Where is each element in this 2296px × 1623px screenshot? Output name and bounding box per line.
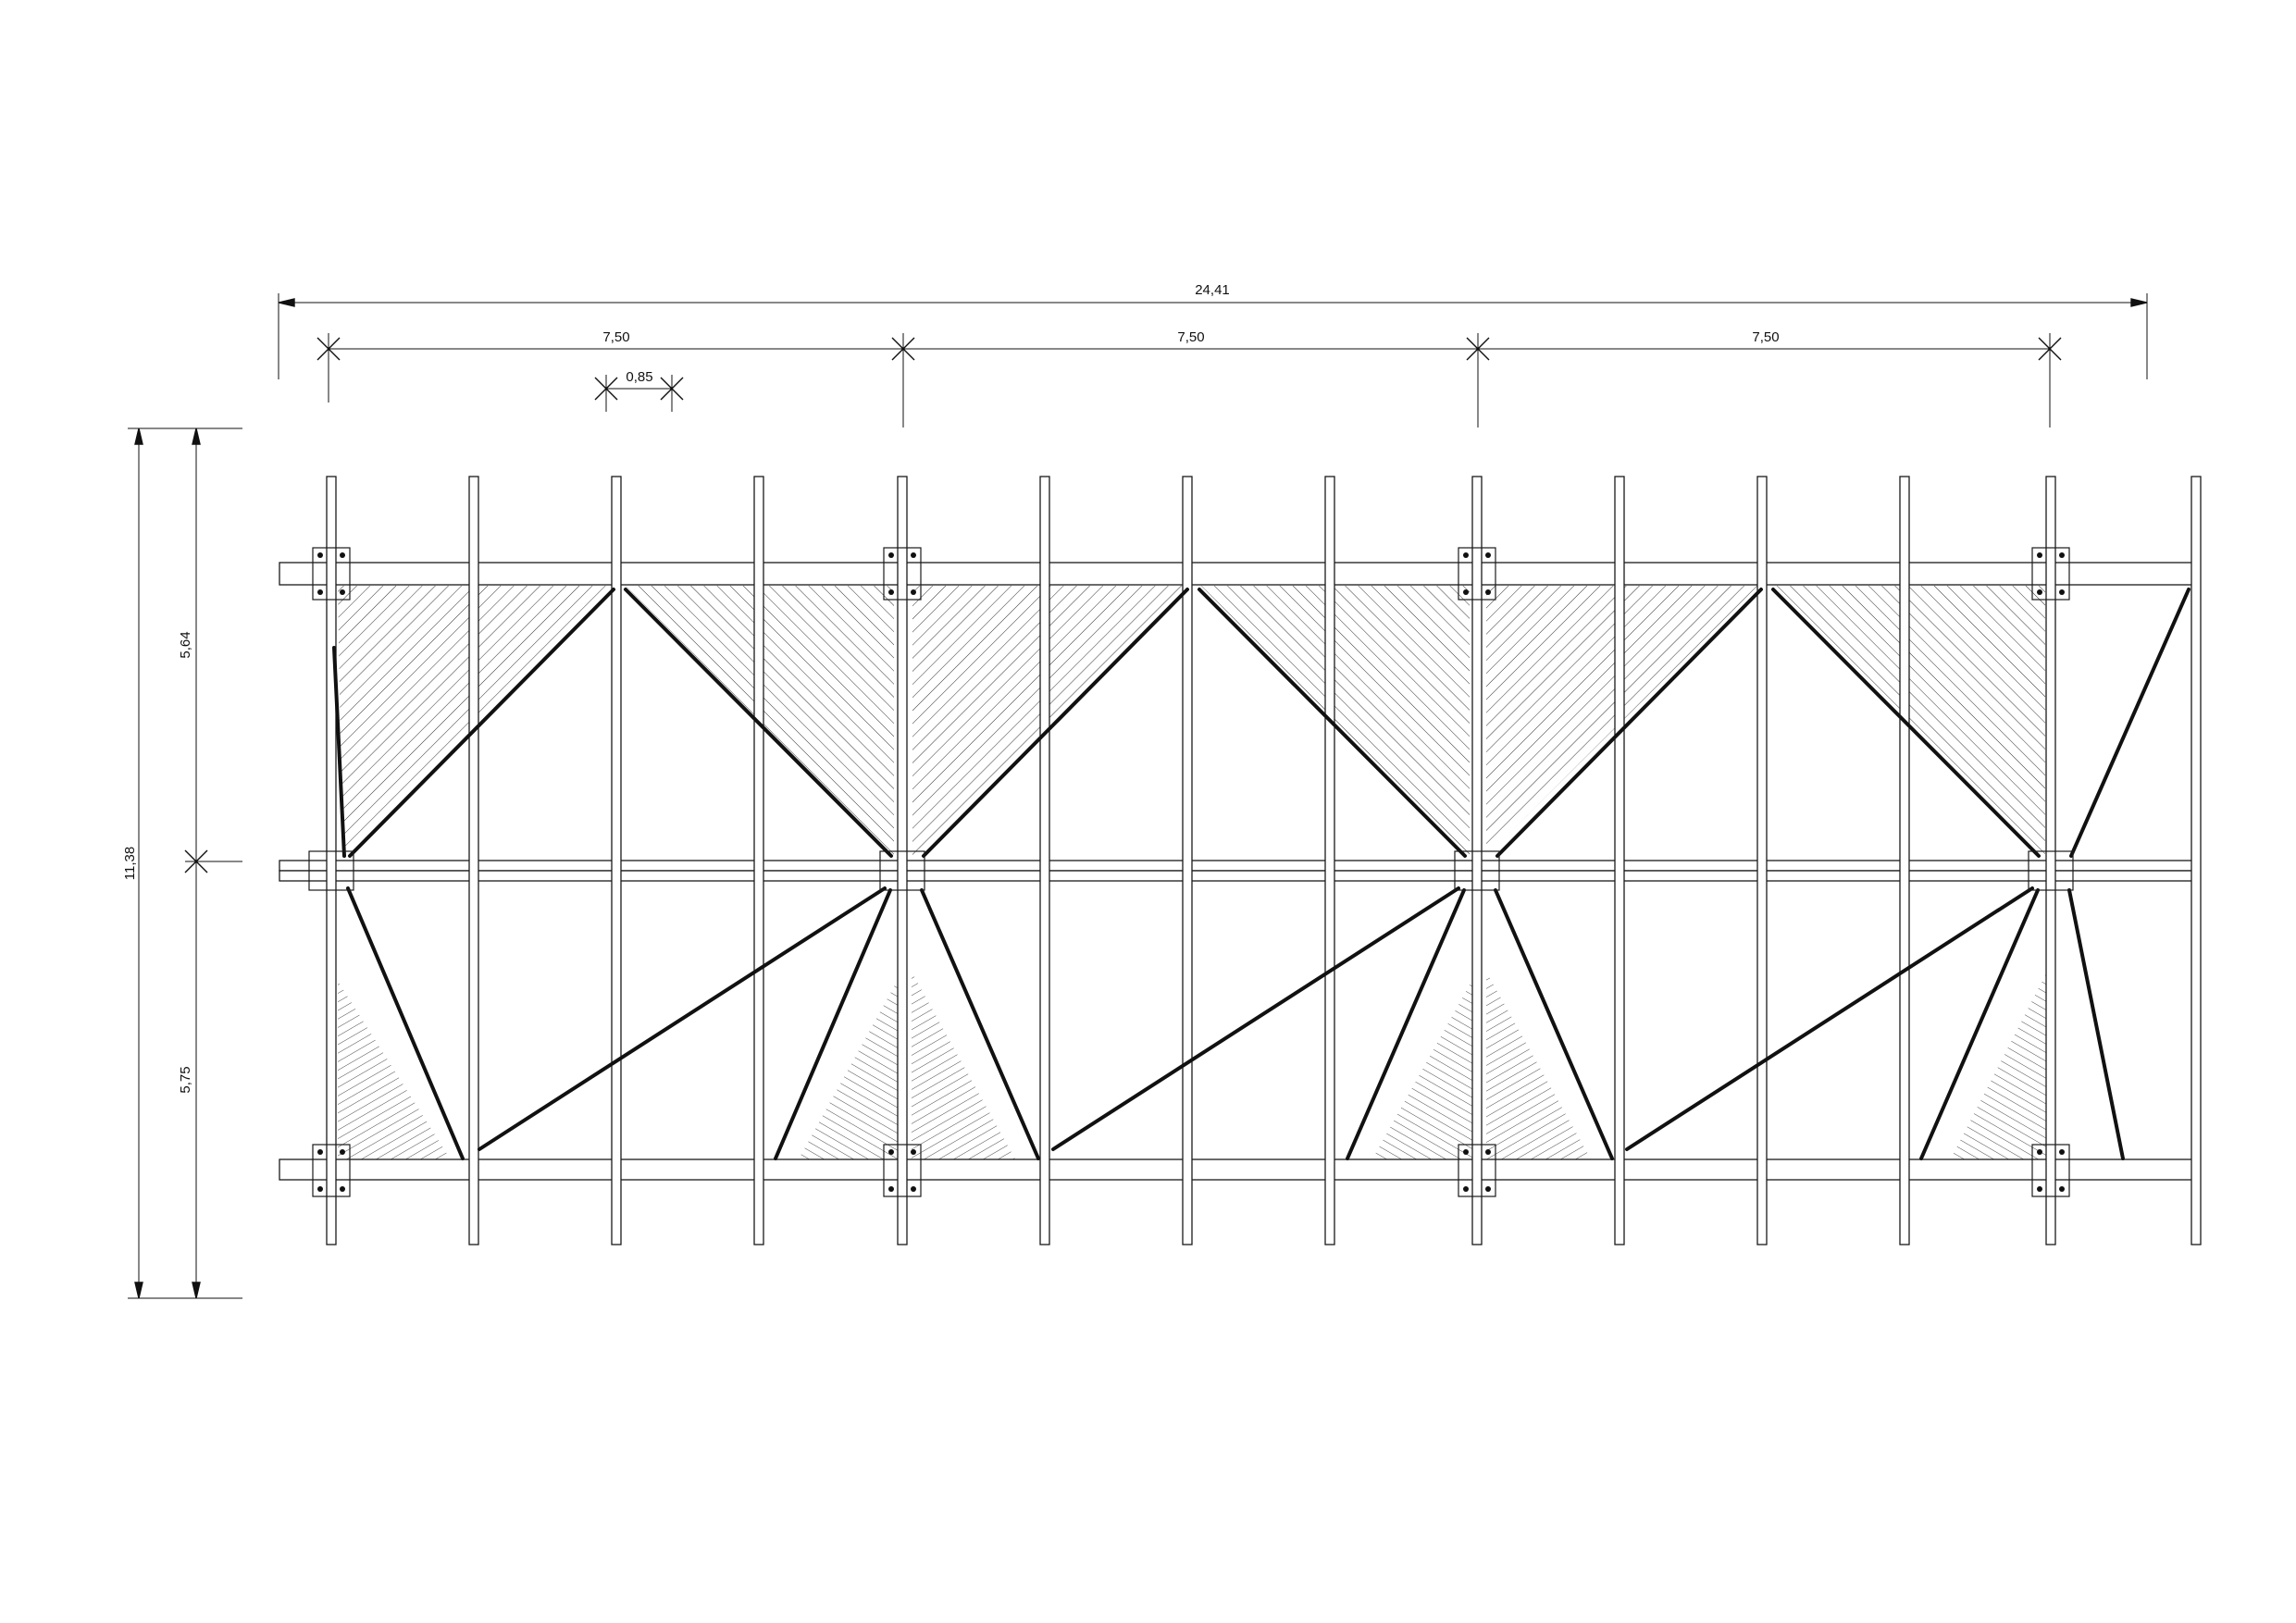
dim-bay-3: 7,50: [1752, 329, 1779, 345]
bolt: [317, 589, 323, 595]
hatch-lower-2a: [796, 972, 902, 1164]
bolt: [340, 1149, 345, 1155]
hatch-lower-3a: [1370, 972, 1477, 1164]
connection-plate-1: [312, 547, 351, 601]
bolt: [911, 589, 916, 595]
bolt: [888, 1186, 894, 1192]
brace-u4: [1198, 588, 1467, 858]
brace-l7: [1494, 888, 1614, 1160]
hatch-upper-2b: [1201, 586, 1470, 856]
connection-plate-2: [312, 1144, 351, 1197]
bolt: [911, 1186, 916, 1192]
bolt: [911, 552, 916, 558]
vertical-post-11: [1756, 476, 1768, 1245]
middle-node-plate: [2028, 850, 2074, 891]
bolt: [1485, 552, 1491, 558]
bolt: [317, 552, 323, 558]
brace-l5: [1051, 886, 1460, 1151]
vertical-post-8: [1324, 476, 1335, 1245]
connection-plate-3: [883, 547, 922, 601]
hatch-upper-3b: [1775, 586, 2045, 856]
bolt: [888, 589, 894, 595]
brace-u5: [1496, 588, 1763, 858]
brace-u1: [348, 588, 615, 858]
vertical-post-14: [2191, 476, 2202, 1245]
brace-u7: [2069, 588, 2191, 858]
hatch-lower-1: [338, 981, 453, 1164]
connection-plates: [308, 547, 2074, 1197]
bolt: [1485, 1149, 1491, 1155]
vertical-post-2: [468, 476, 479, 1245]
connection-plate-4: [883, 1144, 922, 1197]
bolt: [888, 1149, 894, 1155]
bolt: [2059, 589, 2065, 595]
bolt: [317, 1186, 323, 1192]
bolt: [2059, 1149, 2065, 1155]
connection-plate-5: [1458, 547, 1496, 601]
bolt: [2037, 1149, 2042, 1155]
bolt: [911, 1149, 916, 1155]
bolt: [2037, 589, 2042, 595]
bolt: [1463, 1149, 1469, 1155]
bolt: [1485, 1186, 1491, 1192]
bolt: [1485, 589, 1491, 595]
brace-l2: [478, 886, 887, 1151]
middle-node-plate: [308, 850, 354, 891]
bolt: [2059, 1186, 2065, 1192]
brace-l6: [1346, 888, 1466, 1160]
dim-overall-height: 11,38: [122, 847, 138, 880]
vertical-post-3: [611, 476, 622, 1245]
dim-post-spacing: 0,85: [626, 369, 652, 385]
hatch-lower-3b: [1486, 972, 1594, 1164]
vertical-post-4: [753, 476, 764, 1245]
hatch-lower-2b: [912, 972, 1018, 1164]
vertical-posts: [326, 476, 2202, 1245]
middle-node-plate: [879, 850, 925, 891]
bolt: [317, 1149, 323, 1155]
vertical-post-13: [2045, 476, 2056, 1245]
diagonal-braces: [332, 588, 2191, 1160]
brace-u3: [922, 588, 1189, 858]
hatch-lower-4: [1948, 972, 2047, 1164]
brace-l10: [2067, 888, 2125, 1160]
bolt: [2037, 1186, 2042, 1192]
dim-overall-width: 24,41: [1195, 282, 1230, 298]
vertical-post-9: [1471, 476, 1483, 1245]
dim-lower-height: 5,75: [178, 1066, 193, 1093]
vertical-post-10: [1614, 476, 1625, 1245]
vertical-post-5: [897, 476, 908, 1245]
brace-l9: [1919, 888, 2040, 1160]
bolt: [2037, 552, 2042, 558]
vertical-post-7: [1182, 476, 1193, 1245]
bolt: [1463, 552, 1469, 558]
oblique-ticks: [184, 337, 2062, 873]
connection-plate-6: [1458, 1144, 1496, 1197]
connection-plate-8: [2031, 1144, 2070, 1197]
bolt: [2059, 552, 2065, 558]
bolt: [340, 552, 345, 558]
bolt: [888, 552, 894, 558]
brace-l1: [346, 886, 465, 1160]
bolt: [1463, 589, 1469, 595]
brace-l4: [920, 888, 1040, 1160]
vertical-post-6: [1039, 476, 1050, 1245]
brace-u6: [1771, 588, 2041, 858]
bolt: [340, 589, 345, 595]
bolt: [1463, 1186, 1469, 1192]
dimension-ticks: [134, 298, 2148, 1299]
middle-node-plate: [1454, 850, 1500, 891]
brace-l8: [1625, 886, 2034, 1151]
connection-plate-7: [2031, 547, 2070, 601]
dim-bay-1: 7,50: [602, 329, 629, 345]
brace-l3: [774, 888, 892, 1160]
vertical-post-1: [326, 476, 337, 1245]
bolt: [340, 1186, 345, 1192]
vertical-post-12: [1899, 476, 1910, 1245]
brace-u2: [624, 588, 893, 858]
dim-bay-2: 7,50: [1177, 329, 1204, 345]
top-beam: [279, 562, 2193, 586]
dim-upper-height: 5,64: [178, 631, 193, 658]
brace-u1-left: [332, 646, 346, 858]
